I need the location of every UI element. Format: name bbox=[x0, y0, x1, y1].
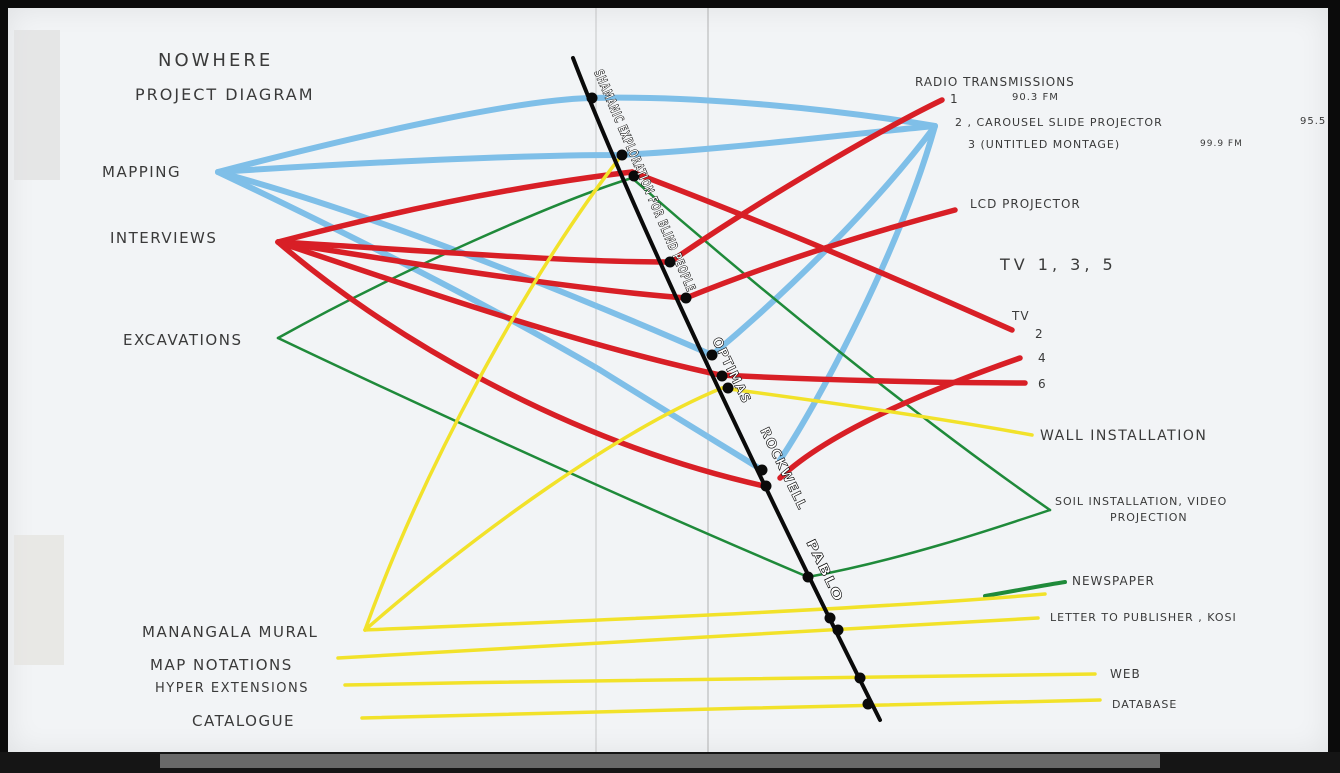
bottom-border bbox=[0, 752, 1340, 773]
node-tv-6: 6 bbox=[1038, 377, 1047, 391]
node-web: WEB bbox=[1110, 667, 1141, 681]
timeline-node bbox=[832, 624, 844, 636]
node-carousel-freq: 95.5 bbox=[1300, 116, 1326, 127]
node-excavations: EXCAVATIONS bbox=[123, 331, 242, 349]
node-wall-installation: WALL INSTALLATION bbox=[1040, 428, 1207, 444]
connector-line bbox=[275, 239, 673, 265]
connector-line bbox=[629, 169, 1015, 333]
node-catalogue: CATALOGUE bbox=[192, 712, 295, 730]
connector-line bbox=[275, 169, 635, 245]
connector-line bbox=[717, 372, 1028, 386]
diagram-title: NOWHERE bbox=[158, 50, 273, 71]
node-radio-1-freq: 90.3 FM bbox=[1012, 92, 1059, 103]
connector-line bbox=[777, 123, 938, 463]
timeline-node bbox=[756, 464, 768, 476]
timeline-node bbox=[824, 612, 836, 624]
node-mapping: MAPPING bbox=[102, 163, 181, 181]
connector-line bbox=[275, 239, 689, 301]
timeline-node bbox=[664, 256, 676, 268]
tape-strip bbox=[14, 535, 64, 665]
node-untitled-freq: 99.9 FM bbox=[1200, 139, 1243, 149]
timeline-node bbox=[706, 349, 718, 361]
timeline-node bbox=[586, 92, 598, 104]
connector-line bbox=[720, 386, 1034, 437]
node-tv-4: 4 bbox=[1038, 351, 1047, 365]
timeline-node bbox=[862, 698, 874, 710]
timeline-node bbox=[716, 370, 728, 382]
node-interviews: INTERVIEWS bbox=[110, 229, 217, 247]
paper-fold bbox=[707, 8, 709, 753]
paper-sheet bbox=[8, 8, 1328, 753]
node-lcd-projector: LCD PROJECTOR bbox=[970, 197, 1081, 211]
timeline-spine bbox=[571, 56, 882, 722]
output-connections bbox=[336, 158, 1102, 720]
connector-line bbox=[983, 580, 1067, 598]
tape-strip bbox=[14, 30, 60, 180]
connector-line bbox=[363, 592, 1047, 632]
spine-label-optimas: OPTIMAS bbox=[708, 335, 753, 406]
node-mural: MANANGALA MURAL bbox=[142, 623, 318, 641]
connector-line bbox=[630, 176, 1052, 512]
diagram-subtitle: PROJECT DIAGRAM bbox=[135, 85, 315, 104]
node-untitled: 3 (UNTITLED MONTAGE) bbox=[968, 138, 1120, 151]
timeline-node bbox=[722, 382, 734, 394]
node-radio-title: RADIO TRANSMISSIONS bbox=[915, 75, 1075, 89]
connector-line bbox=[683, 207, 958, 301]
paper-fold bbox=[595, 8, 597, 753]
timeline-node bbox=[802, 571, 814, 583]
connector-line bbox=[215, 169, 765, 473]
connector-line bbox=[336, 616, 1040, 660]
timeline-node bbox=[854, 672, 866, 684]
node-soil-projection: PROJECTION bbox=[1110, 511, 1188, 524]
node-radio-1: 1 bbox=[950, 92, 959, 106]
connector-line bbox=[276, 176, 634, 340]
node-database: DATABASE bbox=[1112, 698, 1177, 711]
node-map-notations: MAP NOTATIONS bbox=[150, 656, 293, 674]
connector-line bbox=[275, 239, 723, 378]
connector-line bbox=[363, 158, 620, 632]
node-tv: TV bbox=[1011, 309, 1030, 323]
connector-line bbox=[363, 386, 724, 632]
node-tv-2: 2 bbox=[1035, 327, 1044, 341]
node-newspaper: NEWSPAPER bbox=[1072, 574, 1155, 588]
connector-line bbox=[806, 508, 1052, 579]
connector-line bbox=[276, 336, 810, 579]
timeline-node bbox=[760, 480, 772, 492]
bottom-paper-edge bbox=[160, 754, 1160, 768]
interview-connections bbox=[275, 97, 1028, 489]
connector-line bbox=[709, 123, 938, 358]
excavation-connections bbox=[276, 176, 1067, 598]
connector-line bbox=[777, 355, 1023, 481]
timeline-node bbox=[628, 170, 640, 182]
node-carousel: 2 , CAROUSEL SLIDE PROJECTOR bbox=[955, 116, 1163, 129]
node-soil-installation: SOIL INSTALLATION, VIDEO bbox=[1055, 495, 1227, 508]
timeline-node bbox=[616, 149, 628, 161]
connector-line bbox=[275, 239, 767, 489]
connector-line bbox=[343, 672, 1097, 687]
timeline-node bbox=[680, 292, 692, 304]
connector-line bbox=[360, 698, 1102, 720]
node-letter: LETTER TO PUBLISHER , KOSI bbox=[1050, 611, 1237, 624]
timeline-line bbox=[571, 56, 882, 722]
connector-line bbox=[667, 97, 945, 265]
node-hyper-extensions: HYPER EXTENSIONS bbox=[155, 681, 309, 696]
node-tv-135: TV 1, 3, 5 bbox=[999, 255, 1117, 274]
